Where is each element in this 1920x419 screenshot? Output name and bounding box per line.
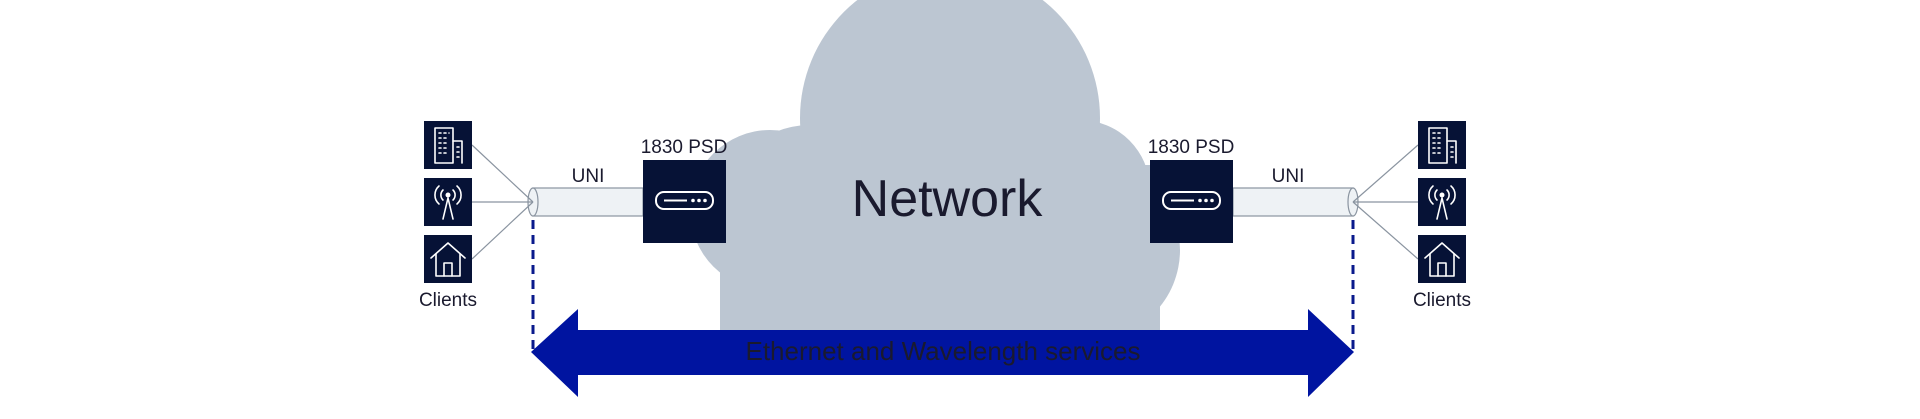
building-icon [1418, 121, 1466, 169]
house-icon [1418, 235, 1466, 283]
left-client-lines [471, 144, 534, 260]
left-uni-pipe [527, 187, 644, 217]
right-1830-psd-device [1150, 160, 1233, 243]
left-1830-psd-device [643, 160, 726, 243]
service-double-arrow [531, 309, 1354, 397]
right-clients-label: Clients [1413, 290, 1471, 311]
left-clients-label: Clients [419, 290, 477, 311]
right-uni-pipe [1232, 187, 1359, 217]
antenna-icon [424, 178, 472, 226]
right-device-label: 1830 PSD [1148, 137, 1235, 158]
house-icon [424, 235, 472, 283]
service-arrow-label: Ethernet and Wavelength services [745, 336, 1140, 366]
building-icon [424, 121, 472, 169]
right-uni-label: UNI [1272, 166, 1305, 187]
right-client-lines [1352, 144, 1419, 260]
antenna-icon [1418, 178, 1466, 226]
left-uni-label: UNI [572, 166, 605, 187]
network-cloud [690, 0, 1180, 340]
network-label: Network [852, 170, 1044, 228]
left-device-label: 1830 PSD [641, 137, 728, 158]
